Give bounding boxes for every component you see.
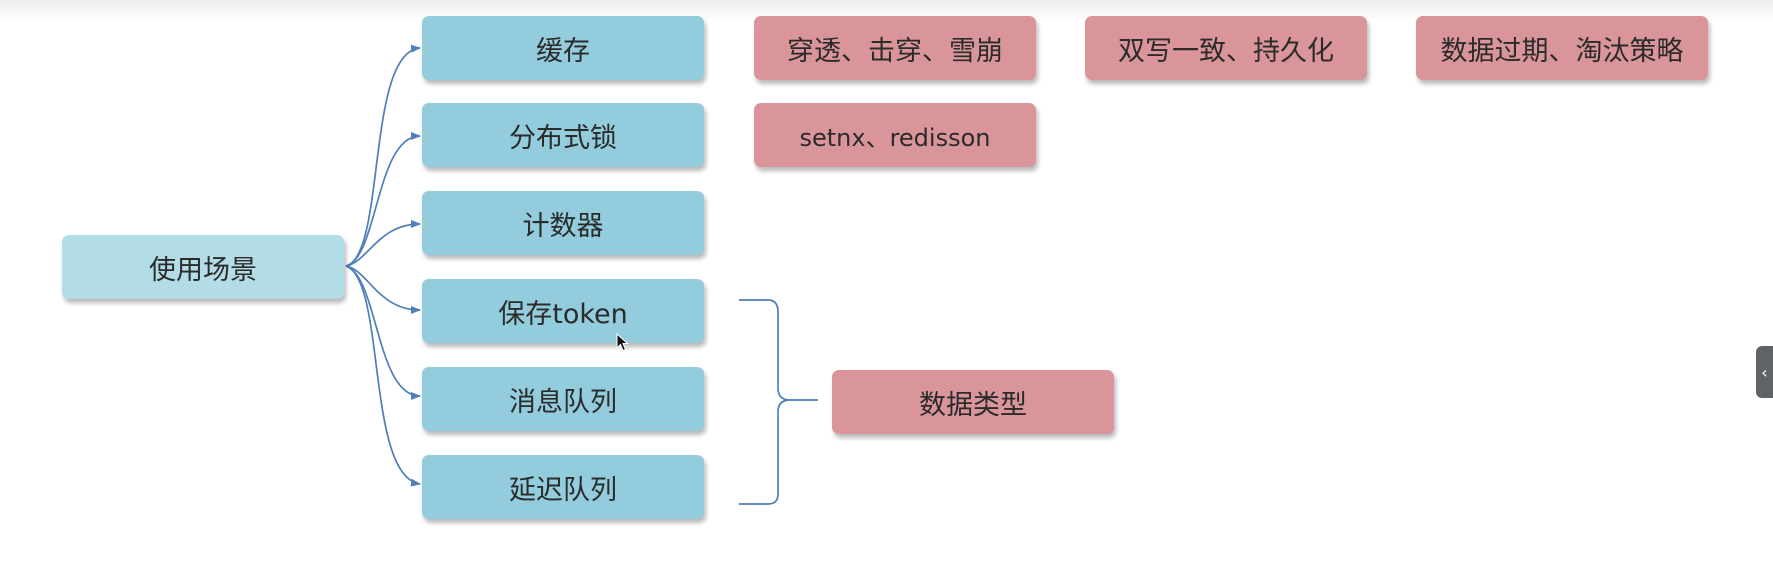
scenario-distributed-lock: 分布式锁 bbox=[422, 103, 704, 167]
side-panel-toggle[interactable]: ‹ bbox=[1756, 346, 1773, 398]
arrow-to-token bbox=[345, 265, 421, 314]
scenario-save-token: 保存token bbox=[422, 279, 704, 343]
right-brace bbox=[739, 299, 818, 505]
arrow-to-cache bbox=[345, 44, 421, 267]
arrow-to-lock bbox=[345, 132, 421, 267]
cache-topic-expiration: 数据过期、淘汰策略 bbox=[1416, 16, 1708, 80]
cache-topic-consistency: 双写一致、持久化 bbox=[1085, 16, 1367, 80]
chevron-left-icon: ‹ bbox=[1761, 362, 1768, 382]
scenario-counter: 计数器 bbox=[422, 191, 704, 255]
lock-topic-setnx: setnx、redisson bbox=[754, 103, 1036, 167]
arrow-to-mq bbox=[345, 265, 421, 400]
arrow-to-counter bbox=[345, 220, 421, 267]
arrow-to-delay-queue bbox=[345, 265, 421, 487]
scenario-delay-queue: 延迟队列 bbox=[422, 455, 704, 519]
root-node: 使用场景 bbox=[62, 235, 344, 299]
mouse-cursor-icon bbox=[616, 333, 629, 352]
scenario-message-queue: 消息队列 bbox=[422, 367, 704, 431]
group-topic-data-types: 数据类型 bbox=[832, 370, 1114, 434]
cache-topic-penetration: 穿透、击穿、雪崩 bbox=[754, 16, 1036, 80]
scenario-cache: 缓存 bbox=[422, 16, 704, 80]
